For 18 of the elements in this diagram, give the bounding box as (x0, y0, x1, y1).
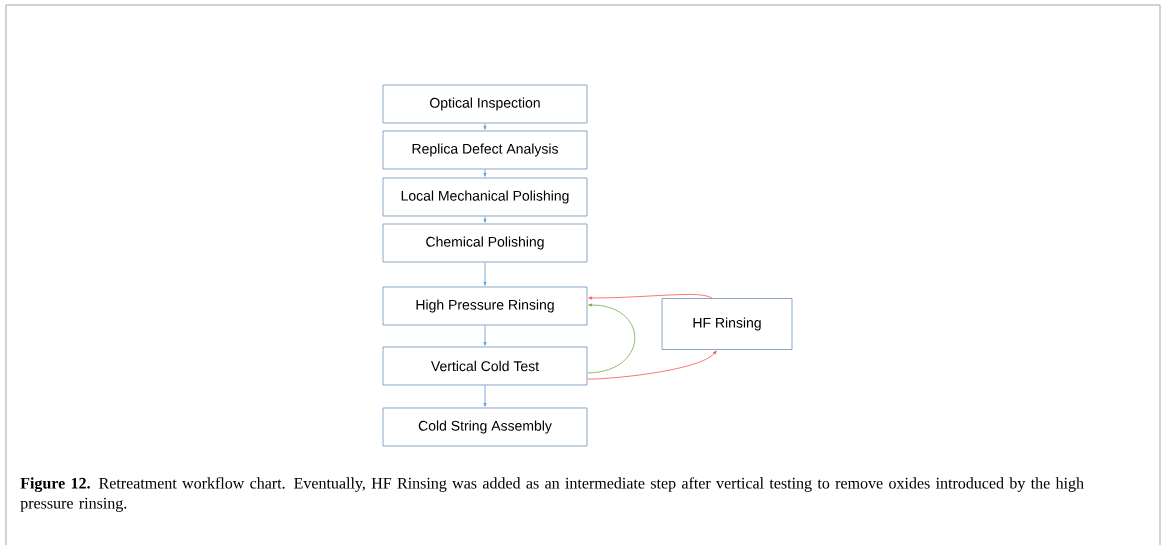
process-box: HF Rinsing (661, 298, 793, 350)
arrow (483, 262, 487, 286)
arrow (587, 303, 636, 374)
arrow (483, 169, 487, 177)
process-box: Chemical Polishing (382, 223, 588, 263)
figure-caption: Figure 12. Retreatment workflow chart. Eventually, HF Rinsing was added as an intermediate step after vertical testing to remove oxides introduced by the high pressure rinsing. (20, 477, 1084, 512)
arrow (587, 350, 717, 380)
arrow (483, 123, 487, 130)
process-box: Local Mechanical Polishing (382, 177, 588, 217)
arrow (483, 216, 487, 223)
process-box: Vertical Cold Test (382, 346, 588, 386)
process-box: Optical Inspection (382, 84, 588, 124)
arrow (588, 294, 713, 300)
process-box: Cold String Assembly (382, 407, 588, 447)
arrow (483, 385, 487, 407)
process-box: High Pressure Rinsing (382, 286, 588, 326)
process-box: Replica Defect Analysis (382, 130, 588, 170)
arrow (483, 325, 487, 346)
